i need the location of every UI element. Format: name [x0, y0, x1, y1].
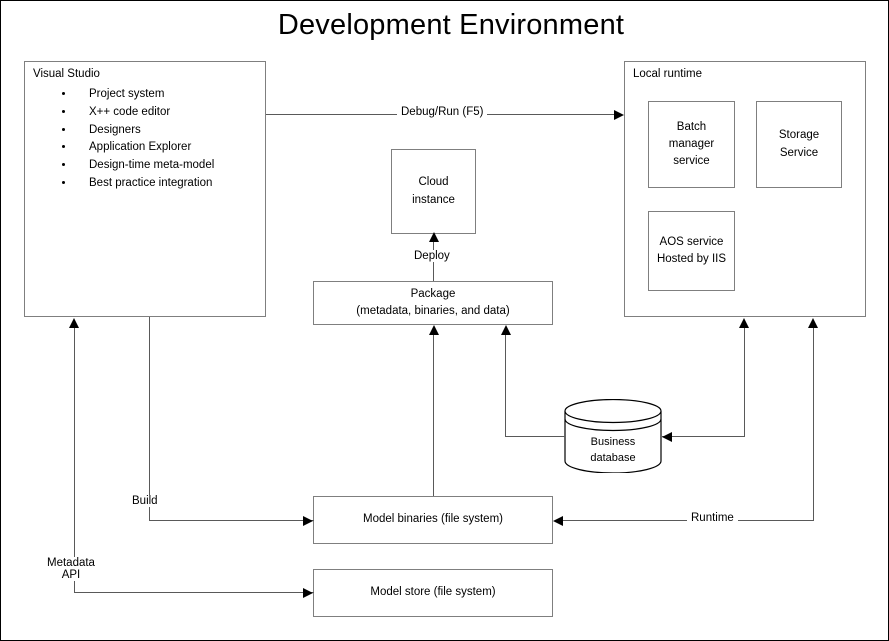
edge-runtime-to-db-arrowhead: [662, 431, 672, 442]
cloud-instance-line2: instance: [412, 193, 455, 206]
model-store-label: Model store (file system): [370, 586, 496, 599]
list-item: Project system: [75, 86, 214, 104]
edge-db-to-package-vline: [505, 334, 507, 437]
node-model-store[interactable]: Model store (file system): [313, 569, 553, 617]
node-business-database[interactable]: Business database: [564, 399, 662, 473]
cloud-instance-line1: Cloud: [418, 176, 449, 189]
edge-label-debug-run: Debug/Run (F5): [397, 106, 488, 118]
node-batch-manager-service[interactable]: Batch manager service: [648, 101, 735, 188]
storage-service-line1: Storage: [778, 129, 820, 142]
edge-metadata-api-arrowhead-right: [303, 587, 313, 598]
edge-db-to-runtime-arrowhead: [739, 318, 749, 328]
model-binaries-label: Model binaries (file system): [363, 513, 503, 526]
edge-runtime-arrowhead-top: [808, 318, 818, 328]
business-database-line2: database: [590, 451, 636, 464]
edge-label-build: Build: [128, 495, 162, 507]
package-line2: (metadata, binaries, and data): [356, 305, 510, 317]
edge-db-to-runtime-hline: [662, 436, 745, 438]
edge-build-hline: [148, 520, 314, 522]
edge-metadata-api-arrowhead-top: [69, 318, 79, 328]
metadata-api-line1: Metadata: [47, 557, 95, 569]
edge-binaries-to-package-line: [433, 334, 435, 496]
edge-build-arrowhead: [303, 515, 313, 526]
list-item: Designers: [75, 122, 214, 140]
node-cloud-instance[interactable]: Cloud instance: [391, 149, 476, 234]
edge-label-metadata-api: Metadata API: [43, 557, 99, 581]
edge-debug-run-arrowhead: [614, 109, 624, 120]
batch-manager-line3: service: [673, 155, 710, 168]
edge-label-runtime: Runtime: [687, 512, 738, 524]
batch-manager-line1: Batch: [676, 120, 707, 133]
edge-binaries-to-package-arrowhead: [428, 325, 439, 335]
edge-metadata-api-vline: [73, 327, 75, 593]
visual-studio-label: Visual Studio: [33, 68, 100, 80]
edge-runtime-arrowhead-left: [553, 515, 563, 526]
edge-runtime-vline: [812, 327, 814, 521]
node-storage-service[interactable]: Storage Service: [756, 101, 842, 188]
package-line1: Package: [410, 287, 456, 300]
node-visual-studio[interactable]: Visual Studio: [24, 61, 266, 317]
list-item: Design-time meta-model: [75, 157, 214, 175]
local-runtime-label: Local runtime: [633, 68, 703, 80]
list-item: Best practice integration: [75, 175, 214, 193]
edge-db-to-package-arrowhead: [500, 325, 511, 335]
page-title: Development Environment: [277, 9, 625, 41]
edge-deploy-arrowhead: [428, 232, 439, 242]
edge-build-vline: [148, 317, 150, 521]
node-model-binaries[interactable]: Model binaries (file system): [313, 496, 553, 544]
edge-db-to-runtime-vline: [743, 327, 745, 437]
edge-label-deploy: Deploy: [410, 250, 454, 262]
business-database-line1: Business: [590, 436, 636, 448]
aos-service-line1: AOS service: [659, 235, 724, 248]
list-item: X++ code editor: [75, 104, 214, 122]
node-aos-service[interactable]: AOS service Hosted by IIS: [648, 211, 735, 291]
batch-manager-line2: manager: [668, 137, 715, 150]
edge-metadata-api-hline: [74, 592, 314, 594]
business-database-text: Business database: [564, 435, 662, 467]
storage-service-line2: Service: [779, 146, 819, 159]
list-item: Application Explorer: [75, 139, 214, 157]
edge-db-to-package-hline: [505, 436, 565, 438]
visual-studio-feature-list: Project system X++ code editor Designers…: [59, 86, 214, 193]
metadata-api-line2: API: [61, 569, 81, 581]
node-package[interactable]: Package (metadata, binaries, and data): [313, 281, 553, 325]
database-cylinder-icon: [564, 399, 662, 473]
aos-service-line2: Hosted by IIS: [656, 253, 727, 265]
